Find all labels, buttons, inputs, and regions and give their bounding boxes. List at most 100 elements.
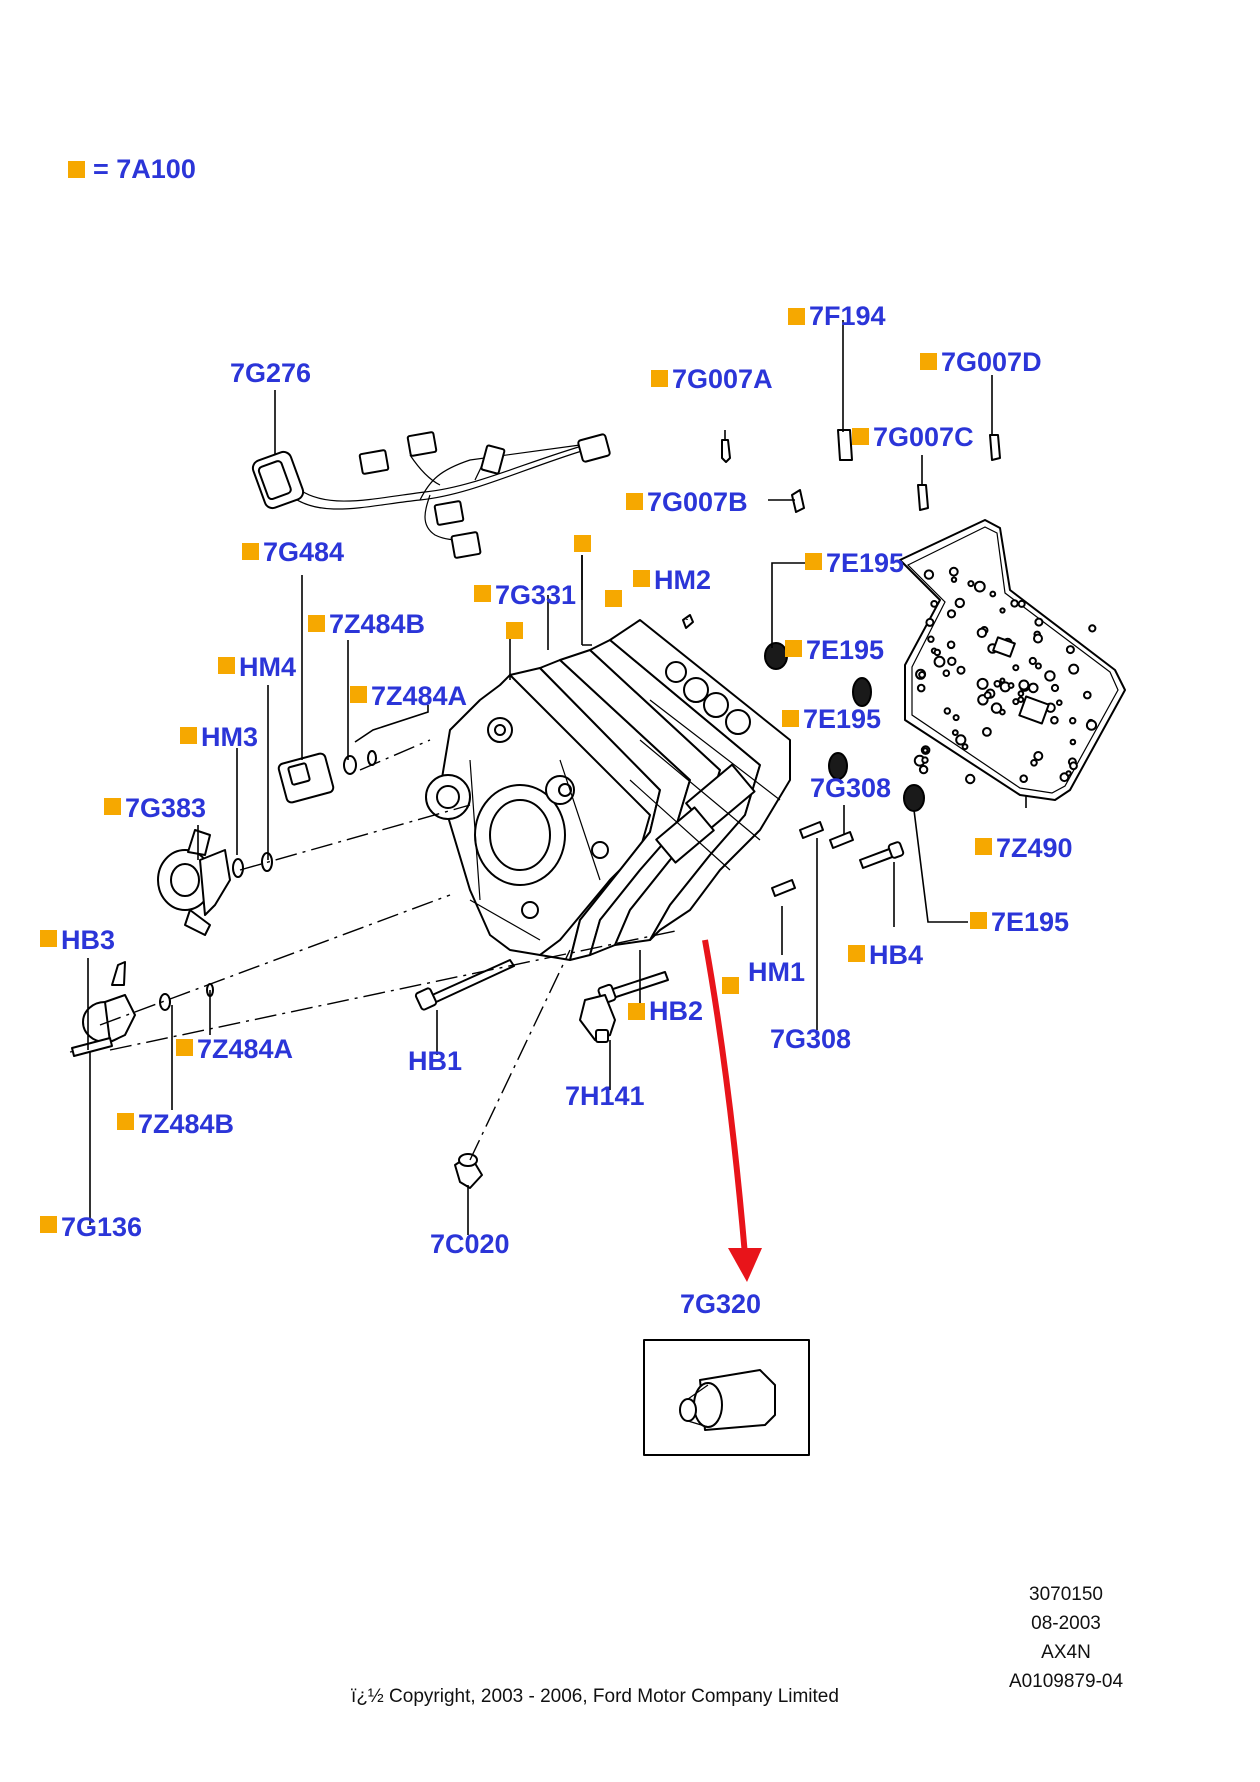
footer-reference: A0109879-04 xyxy=(1009,1671,1124,1692)
legend-code: = 7A100 xyxy=(93,154,196,184)
plate-hole xyxy=(1085,719,1098,731)
plate-hole xyxy=(951,729,959,736)
callout-7G007A: 7G007A xyxy=(672,364,773,394)
plate-hole xyxy=(993,680,1002,688)
leader-lines xyxy=(87,320,1027,1235)
callout-HB4: HB4 xyxy=(869,940,923,970)
plate-hole xyxy=(1030,759,1038,767)
callout-7H141: 7H141 xyxy=(565,1081,645,1111)
plate-hole xyxy=(925,617,935,627)
plate-hole xyxy=(943,707,951,715)
plate-hole xyxy=(983,691,992,700)
plate-hole xyxy=(961,743,969,751)
plate-hole xyxy=(947,656,957,666)
footer-model: AX4N xyxy=(1041,1642,1091,1663)
callout-7G007C: 7G007C xyxy=(873,422,974,452)
plate-hole xyxy=(946,640,956,650)
callout-HB2: HB2 xyxy=(649,996,703,1026)
plate-hole xyxy=(976,677,989,690)
callout-7E195-c: 7E195 xyxy=(803,704,881,734)
plate-hole xyxy=(990,702,1003,714)
retainer-clips xyxy=(682,429,1001,629)
check-balls xyxy=(764,642,925,812)
plate-hole xyxy=(1012,664,1020,672)
plate-hole xyxy=(965,773,976,785)
plate-hole xyxy=(1034,617,1044,627)
plate-hole xyxy=(952,714,960,722)
callout-7G276: 7G276 xyxy=(230,358,311,388)
plate-hole xyxy=(1007,682,1015,689)
red-arrow xyxy=(702,939,762,1282)
plate-hole xyxy=(1033,633,1043,644)
callout-7G007B: 7G007B xyxy=(647,487,748,517)
alignment-lines xyxy=(99,739,681,1161)
plate-hole xyxy=(946,609,957,619)
callout-7G308-bot: 7G308 xyxy=(770,1024,851,1054)
plate-hole xyxy=(933,655,946,668)
callout-7E195-b: 7E195 xyxy=(806,635,884,665)
callout-7G136: 7G136 xyxy=(61,1212,142,1242)
callout-HB1: HB1 xyxy=(408,1046,462,1076)
plate-hole xyxy=(918,764,929,775)
plate-hole xyxy=(1028,656,1037,666)
callout-7Z484B-top: 7Z484B xyxy=(329,609,425,639)
callout-7G383: 7G383 xyxy=(125,793,206,823)
solenoid-7G383 xyxy=(157,829,273,936)
plate-hole xyxy=(1018,679,1030,691)
plate-hole xyxy=(927,635,935,643)
legend-square xyxy=(68,161,85,178)
footer: 3070150 08-2003 AX4N A0109879-04 ï¿½ Cop… xyxy=(351,1584,1123,1707)
plate-hole xyxy=(955,734,967,746)
plate-hole xyxy=(916,683,926,693)
callout-7G484: 7G484 xyxy=(263,537,344,567)
solenoid-7G484 xyxy=(277,750,377,804)
plate-hole xyxy=(1034,662,1042,670)
callout-7E195-a: 7E195 xyxy=(826,548,904,578)
plate-hole xyxy=(1069,738,1077,746)
plate-hole xyxy=(1050,683,1060,693)
plate-hole xyxy=(989,590,997,598)
plate-hole xyxy=(1088,624,1097,633)
callout-7G331: 7G331 xyxy=(495,580,576,610)
bolt-HB4 xyxy=(859,841,905,869)
callout-7E195-d: 7E195 xyxy=(991,907,1069,937)
callout-7Z484A-bot: 7Z484A xyxy=(197,1034,293,1064)
separator-plate xyxy=(899,519,1126,801)
callout-7G320: 7G320 xyxy=(680,1289,761,1319)
plate-hole xyxy=(933,648,941,657)
plate-hole xyxy=(948,566,959,577)
plate-hole xyxy=(1010,599,1019,608)
bolt-7G308 xyxy=(771,821,854,897)
callout-HM3: HM3 xyxy=(201,722,258,752)
solenoid-HB3 xyxy=(69,961,214,1057)
plate-hole xyxy=(976,627,988,638)
plate-hole xyxy=(973,580,986,593)
plug-7C020 xyxy=(454,1153,483,1189)
plate-hole xyxy=(1044,670,1056,682)
plate-hole xyxy=(930,600,939,608)
plate-hole xyxy=(921,756,929,764)
plate-hole xyxy=(1065,645,1075,655)
plate-hole xyxy=(1050,715,1059,725)
inset-box-7G320 xyxy=(643,1339,810,1456)
callout-HM2: HM2 xyxy=(654,565,711,595)
plate-hole xyxy=(942,669,951,678)
footer-copyright: ï¿½ Copyright, 2003 - 2006, Ford Motor C… xyxy=(351,1686,839,1707)
plate-hole xyxy=(1065,770,1072,777)
callout-7Z484A-top: 7Z484A xyxy=(371,681,467,711)
callout-labels: 7G276 7F194 7G007A 7G007D 7G007C 7G007B … xyxy=(40,301,1073,1319)
plate-hole xyxy=(999,677,1006,684)
footer-date: 08-2003 xyxy=(1031,1613,1101,1634)
plate-hole xyxy=(918,671,926,679)
plate-hole xyxy=(950,576,958,583)
plate-hole xyxy=(1056,699,1063,707)
plate-hole xyxy=(999,607,1006,614)
plate-hole xyxy=(923,569,935,580)
plate-hole xyxy=(1083,690,1092,700)
plate-hole xyxy=(1068,663,1080,675)
callout-7Z490: 7Z490 xyxy=(996,833,1073,863)
callout-7C020: 7C020 xyxy=(430,1229,510,1259)
sensor-7H141 xyxy=(579,994,616,1043)
plate-hole xyxy=(954,597,965,609)
